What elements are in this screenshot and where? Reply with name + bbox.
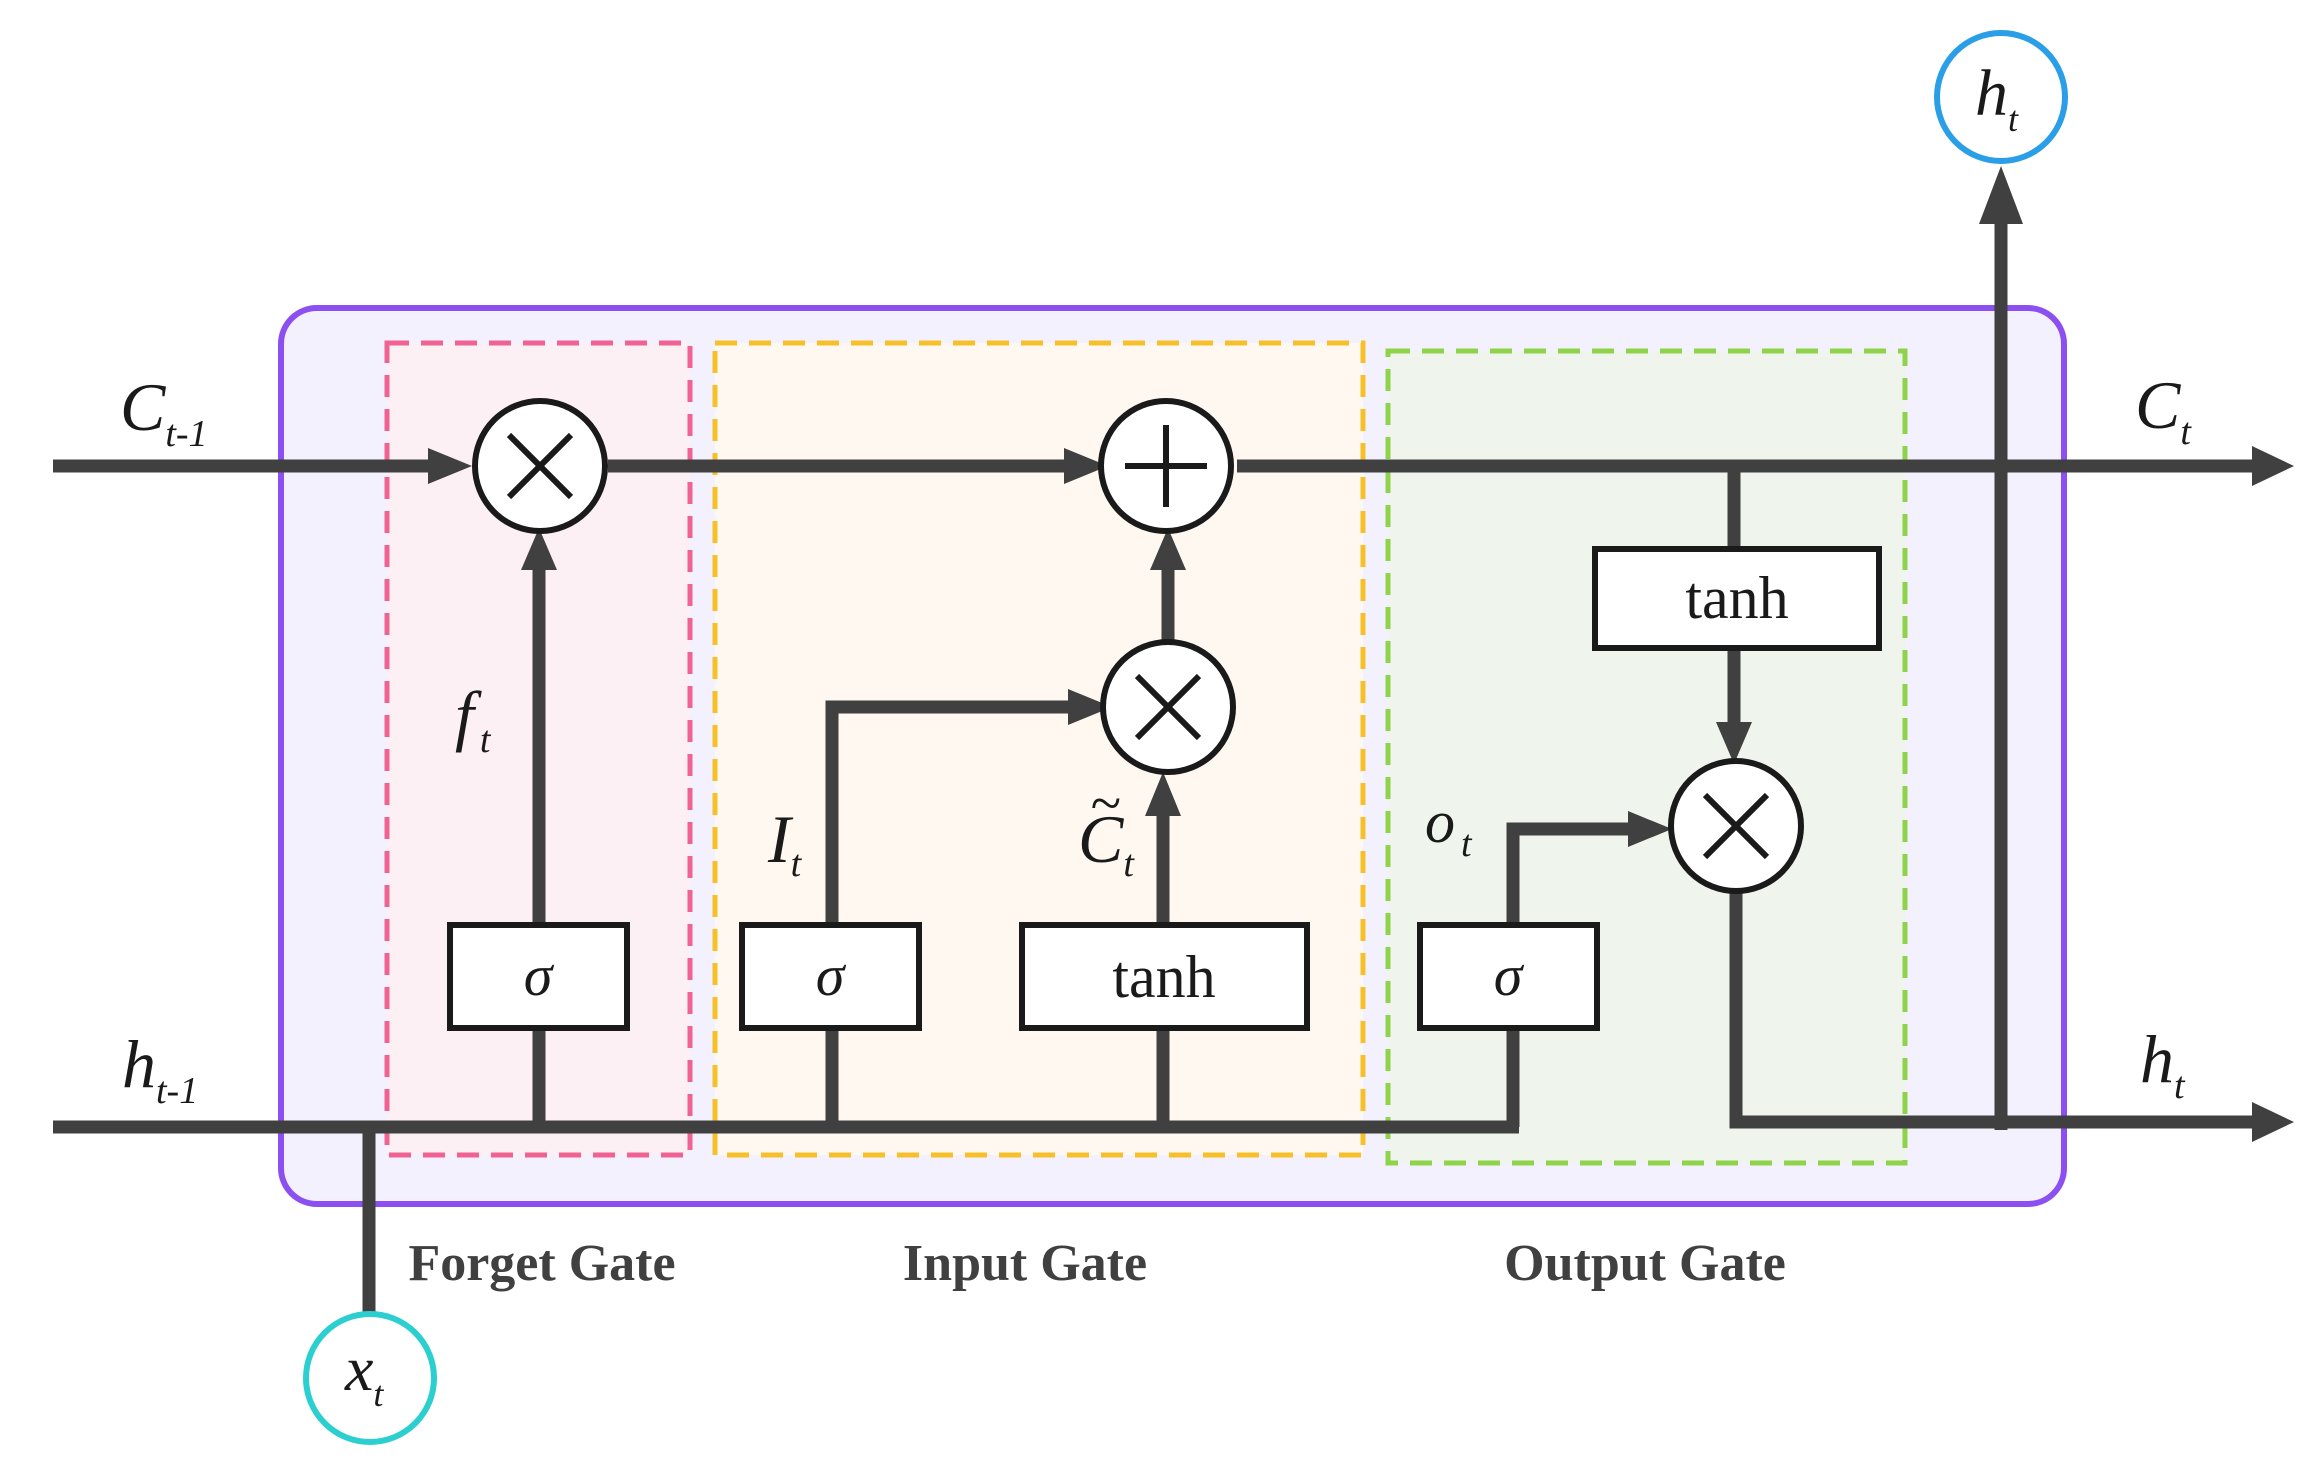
output-gate-label: Output Gate: [1504, 1235, 1786, 1292]
output-multiply-operator: [1668, 758, 1804, 894]
ht-right-label: ht: [2140, 1021, 2186, 1107]
xt-label: xt: [344, 1333, 384, 1414]
output-sigma-box: σ: [1417, 922, 1600, 1031]
it-label: It: [767, 801, 803, 885]
arrowhead: [428, 448, 472, 484]
ht-top-label: ht: [1975, 57, 2019, 139]
ht-output-line: [1729, 888, 2255, 1129]
forget-gate-label: Forget Gate: [408, 1235, 675, 1292]
arrowhead: [1716, 722, 1752, 764]
svg-text:tanh: tanh: [1685, 565, 1788, 631]
c-prev-label: Ct-1: [120, 369, 208, 455]
input-gate-label: Input Gate: [903, 1235, 1147, 1292]
c-tilde-tilde: ~: [1090, 773, 1120, 835]
svg-text:σ: σ: [524, 943, 555, 1008]
forget-sigma-box: σ: [447, 922, 630, 1031]
ht-output-node: [1934, 30, 2068, 164]
ot-line: [1506, 822, 1630, 923]
cell-add-operator: [1098, 398, 1234, 534]
arrowhead: [2252, 1102, 2294, 1142]
arrowhead: [1068, 689, 1112, 725]
xt-input-node: [303, 1311, 437, 1445]
svg-text:tanh: tanh: [1112, 944, 1215, 1010]
arrowhead: [1150, 528, 1186, 570]
arrowhead: [1979, 166, 2023, 224]
input-sigma-box: σ: [739, 922, 922, 1031]
it-line: [825, 700, 1070, 923]
arrowhead: [1145, 772, 1181, 816]
c-tilde-label: Ct: [1078, 801, 1135, 885]
cell-tanh-box: tanh: [1592, 546, 1882, 651]
output-gate-region: [1385, 348, 1908, 1166]
arrowhead: [521, 528, 557, 570]
input-tanh-box: tanh: [1019, 922, 1310, 1031]
svg-text:σ: σ: [816, 943, 847, 1008]
forget-multiply-operator: [472, 398, 608, 534]
arrowhead: [1064, 448, 1108, 484]
ct-label: Ct: [2135, 367, 2192, 453]
arrowhead: [1628, 811, 1672, 847]
svg-text:σ: σ: [1494, 943, 1525, 1008]
input-multiply-operator: [1100, 639, 1236, 775]
h-prev-label: ht-1: [122, 1026, 198, 1112]
arrowhead: [2252, 446, 2294, 486]
